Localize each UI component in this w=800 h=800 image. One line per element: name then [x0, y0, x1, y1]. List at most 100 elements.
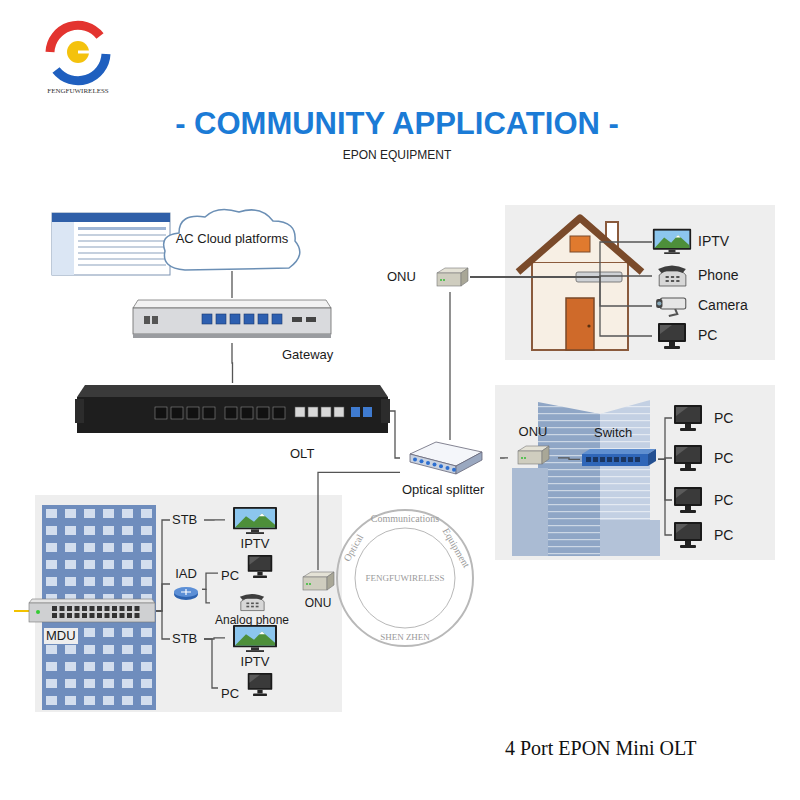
mdu-icon-part — [52, 613, 57, 618]
platform-screenshot-part — [52, 213, 170, 275]
olt-icon-part — [241, 407, 253, 419]
network-link — [156, 611, 170, 639]
phone-icon-part — [256, 606, 259, 608]
splitter-icon-part — [452, 468, 456, 472]
splitter-icon-part — [446, 466, 450, 470]
gateway-icon-part — [244, 314, 254, 324]
phone-icon — [656, 263, 688, 289]
office-tower-part — [512, 468, 548, 556]
gateway-icon-part — [202, 314, 212, 324]
olt-icon-part — [295, 407, 305, 417]
tv-icon-part — [233, 625, 277, 647]
tv-icon-part — [251, 647, 259, 650]
camera-icon-part — [657, 302, 661, 306]
cloud-icon-part — [164, 209, 300, 270]
pc-icon-part — [669, 342, 675, 346]
pc-icon-part — [676, 489, 688, 498]
brand-logo-part — [78, 51, 92, 54]
olt-icon-part — [351, 407, 360, 417]
phone-icon-part — [676, 280, 679, 282]
onu-icon-part — [303, 577, 327, 590]
network-link — [558, 458, 580, 460]
office-tower-part — [600, 520, 660, 556]
mdu-icon-part — [120, 613, 125, 618]
tv-icon-part — [246, 532, 264, 534]
phone-icon-part — [658, 266, 686, 274]
pc-device: PC — [218, 554, 276, 586]
pc-icon-part — [685, 424, 691, 428]
pc-icon-part — [685, 541, 691, 545]
watermark-text: Communications — [371, 513, 439, 525]
node-label: IPTV — [241, 654, 270, 670]
onu-icon-part — [440, 279, 442, 281]
phone-icon-part — [666, 280, 669, 282]
splitter-icon-part — [439, 464, 443, 468]
network-link — [204, 639, 218, 688]
switch-icon-part — [628, 457, 633, 462]
node-label: IPTV — [698, 233, 729, 250]
pc-icon-part — [676, 407, 688, 416]
phone-icon-part — [251, 606, 254, 608]
node-label: IPTV — [241, 536, 270, 552]
node-label: Phone — [698, 267, 738, 284]
mdu-icon-part — [82, 606, 87, 611]
apartment-building-part — [14, 610, 30, 612]
pc-device: PC — [672, 403, 740, 433]
mdu-icon-part — [135, 606, 140, 611]
pc-device: PC — [218, 672, 276, 704]
office-panel — [495, 385, 775, 560]
onu-icon — [435, 266, 469, 288]
node-label: IAD — [175, 566, 197, 582]
node-label: PC — [714, 410, 733, 427]
network-link — [658, 418, 672, 459]
pc-icon-part — [674, 522, 702, 541]
pc-device: PC — [652, 322, 752, 350]
splitter-icon-part — [433, 463, 437, 467]
node-label: Gateway — [282, 347, 333, 363]
watermark-stamp — [337, 510, 473, 646]
pc-icon-part — [680, 545, 696, 548]
pc-icon — [672, 444, 704, 472]
node-label: ONU — [387, 269, 416, 285]
node-label: STB — [172, 631, 197, 647]
pc-icon-part — [676, 407, 700, 422]
onu-device: ONU — [385, 262, 470, 292]
node-label: Camera — [698, 297, 748, 314]
mdu-device: MDU — [28, 598, 156, 624]
mdu-icon-part — [105, 613, 110, 618]
splitter-icon-part — [413, 458, 417, 462]
network-link — [202, 589, 210, 602]
pc-icon-part — [253, 693, 267, 696]
mdu-icon-part — [36, 610, 40, 614]
onu-icon-part — [518, 451, 542, 464]
apartment-building — [14, 505, 156, 710]
pc-icon-part — [685, 464, 691, 468]
network-link — [231, 271, 232, 298]
network-link — [202, 573, 218, 589]
gateway-icon-part — [133, 308, 331, 334]
stb-device: STB — [170, 630, 204, 648]
switch-icon-part — [607, 457, 612, 462]
house-illustration-part — [570, 236, 590, 252]
olt-icon-part — [321, 407, 331, 417]
node-label: PC — [714, 527, 733, 544]
pc-icon-part — [250, 675, 261, 683]
gateway-device: Gateway — [132, 298, 332, 343]
switch-icon-part — [635, 457, 640, 462]
splitter-icon-part — [426, 461, 430, 465]
switch-icon-part — [621, 457, 626, 462]
header-label: EPON EQUIPMENT — [343, 148, 452, 162]
pc-icon-part — [664, 346, 680, 349]
splitter-icon — [406, 440, 484, 476]
phone-icon-part — [671, 276, 674, 278]
network-link — [204, 519, 225, 521]
node-label: OLT — [290, 446, 314, 462]
olt-icon-part — [75, 399, 84, 423]
onu-icon — [301, 570, 335, 592]
gateway-icon-part — [133, 300, 331, 308]
pc-icon-part — [253, 575, 267, 578]
switch-icon-part — [648, 449, 656, 466]
splitter-device: Optical splitter — [400, 440, 500, 476]
camera-icon-part — [660, 298, 685, 309]
